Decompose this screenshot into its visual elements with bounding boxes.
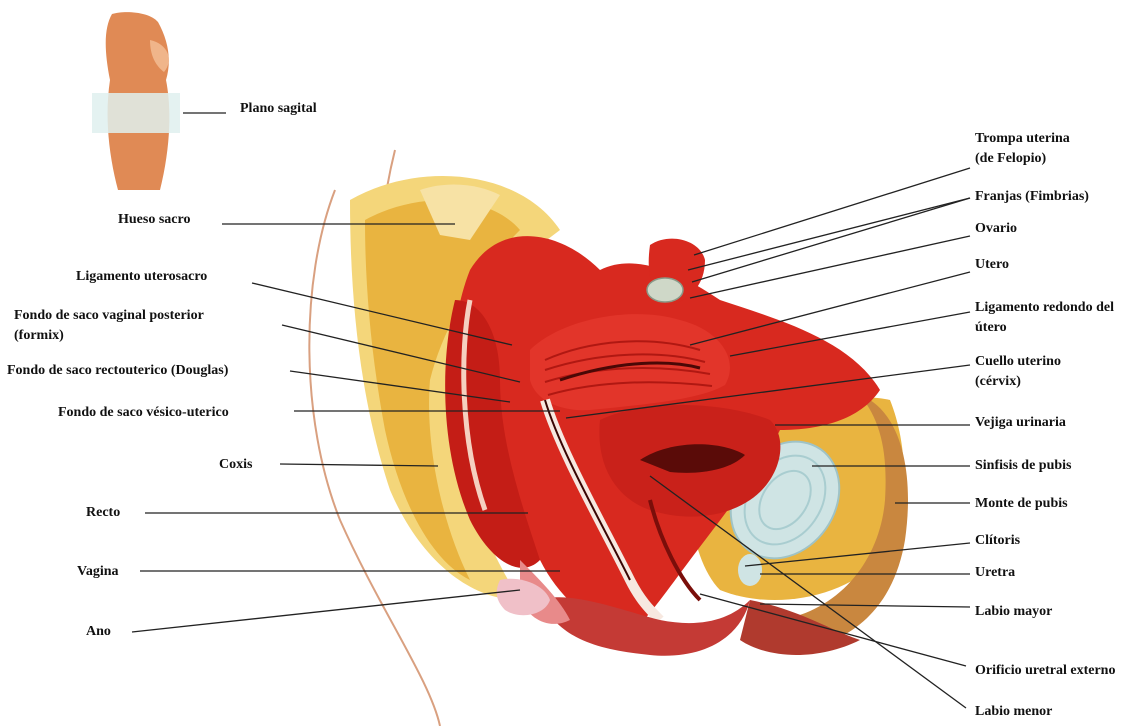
label-fondo-rectouterico: Fondo de saco rectouterico (Douglas) [7,361,228,381]
label-uretra: Uretra [975,563,1015,583]
label-ovario: Ovario [975,219,1017,239]
label-ano: Ano [86,622,111,642]
label-trompa-uterina: Trompa uterina [975,129,1070,149]
label-clitoris: Clítoris [975,531,1020,551]
label-vejiga-urinaria: Vejiga urinaria [975,413,1066,433]
label-coxis: Coxis [219,455,252,475]
label-recto: Recto [86,503,120,523]
label-ligamento-redondo: Ligamento redondo del [975,298,1114,318]
label-monte-pubis: Monte de pubis [975,494,1068,514]
label-utero: Utero [975,255,1009,275]
label-vagina: Vagina [77,562,119,582]
label-fondo-vesicouterico: Fondo de saco vésico-uterico [58,403,229,423]
label-plano-sagital: Plano sagital [240,99,317,119]
torso-thumbnail [92,12,180,190]
label-cervix: (cérvix) [975,372,1021,392]
label-labio-menor: Labio menor [975,702,1052,722]
sagittal-plane [92,93,180,133]
label-fondo-vaginal-posterior-formix: (formix) [14,326,64,346]
label-trompa-felopio: (de Felopio) [975,149,1046,169]
label-labio-mayor: Labio mayor [975,602,1052,622]
label-orificio-uretral: Orificio uretral externo [975,661,1115,681]
label-ligamento-uterosacro: Ligamento uterosacro [76,267,207,287]
label-hueso-sacro: Hueso sacro [118,210,190,230]
label-ligamento-redondo-utero: útero [975,318,1007,338]
label-cuello-uterino: Cuello uterino [975,352,1061,372]
label-sinfisis-pubis: Sinfisis de pubis [975,456,1072,476]
label-franjas: Franjas (Fimbrias) [975,187,1089,207]
label-fondo-vaginal-posterior: Fondo de saco vaginal posterior [14,306,204,326]
